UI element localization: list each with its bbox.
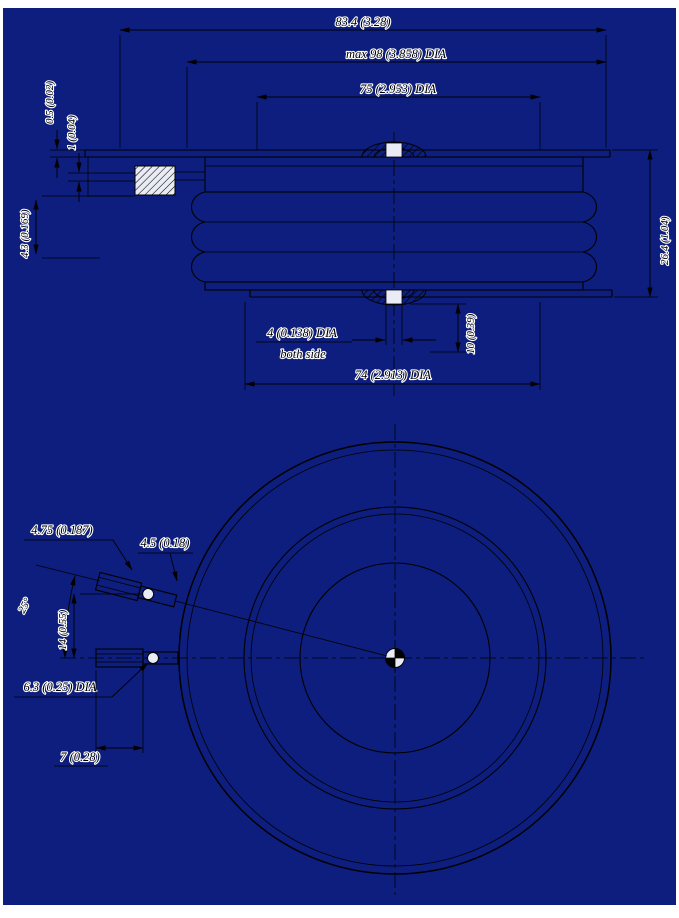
dim-recess-label: 10 (0.39) — [465, 313, 477, 354]
dim-bottom-pole-dia-label: 74 (2.913) DIA — [355, 368, 431, 382]
dim-lead-offset-label: 14 (0.55) — [57, 609, 69, 650]
top-gate-hole — [385, 142, 403, 158]
dim-height-label: 26.4 (1.04) — [659, 216, 671, 265]
ceramic-circle — [243, 506, 547, 810]
center-target — [380, 643, 410, 673]
dim-lug-slot-label: 4.5 (0.18) — [141, 536, 190, 550]
side-view: 83.4 (3.28) max 98 (3.858) DIA 75 (2.953… — [18, 14, 672, 396]
right-dimension: 26.4 (1.04) — [612, 149, 672, 298]
dim-gate-hole-note-label: both side — [280, 347, 326, 361]
left-dimensions: 0.5 (0.02) 1 (0.04) 4.3 (0.169) — [18, 79, 132, 259]
dim-overall-width-label: 83.4 (3.28) — [335, 15, 390, 29]
dim-lead-thickness-label: 1 (0.04) — [66, 115, 78, 150]
body-circles — [178, 441, 612, 875]
outer-flange-circle — [178, 441, 612, 875]
dim-lug-width-label: 4.75 (0.187) — [31, 523, 92, 537]
dim-flange-thickness-label: 0.5 (0.02) — [44, 81, 56, 124]
top-dimensions: 83.4 (3.28) max 98 (3.858) DIA 75 (2.953… — [119, 14, 607, 150]
bottom-dimensions: 4 (0.138) DIA both side 10 (0.39) 74 (2.… — [244, 302, 541, 390]
drawing-sheet — [3, 8, 676, 905]
dim-terminal-len-label: 7 (0.28) — [60, 750, 100, 764]
gate-terminal-horizontal — [95, 648, 179, 668]
lug-axis-extension — [35, 564, 101, 582]
ceramic-fins — [190, 191, 598, 283]
top-gate-dome — [361, 141, 427, 158]
bottom-flange — [249, 289, 613, 298]
gate-connector-block — [134, 165, 176, 196]
gate-lead-wire — [182, 602, 388, 657]
outer-flange-inner-circle — [186, 449, 604, 867]
gate-lead-section — [87, 157, 205, 197]
dim-lead-drop-label: 4.3 (0.169) — [19, 209, 31, 258]
bottom-gate-dome — [361, 289, 427, 306]
dim-max-dia-label: max 98 (3.858) DIA — [346, 47, 446, 61]
gate-terminal-angled — [94, 571, 184, 608]
terminal-hole — [142, 588, 155, 601]
terminal-hole — [147, 652, 159, 664]
dim-terminal-dia-label: 6.3 (0.25) DIA — [24, 680, 97, 694]
ceramic-inner-circle — [250, 513, 540, 803]
bottom-gate-hole — [385, 289, 403, 305]
dim-top-pole-dia-label: 75 (2.953) DIA — [360, 82, 436, 96]
dim-gate-hole-dia-label: 4 (0.138) DIA — [267, 326, 337, 340]
pole-face-circle — [299, 562, 491, 754]
plan-view: 4.75 (0.187) 4.5 (0.18) 25° 14 (0.55) 6.… — [14, 424, 648, 895]
device-body — [84, 141, 613, 306]
